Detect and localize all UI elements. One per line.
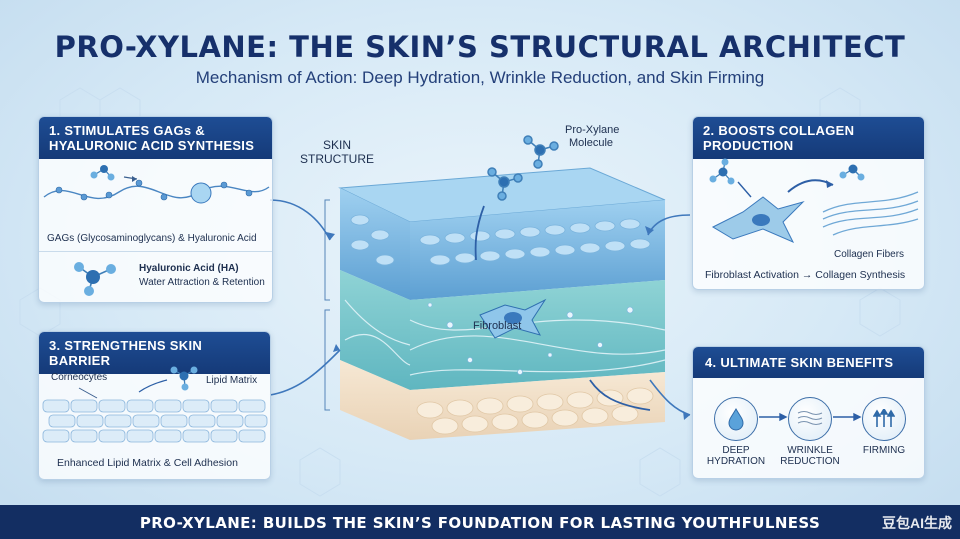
- lipid-matrix-label: Lipid Matrix: [206, 375, 258, 386]
- panel1-title: 1. STIMULATES GAGs & HYALURONIC ACID SYN…: [39, 117, 272, 159]
- panel3-title: 3. STRENGTHENS SKIN BARRIER: [39, 332, 270, 374]
- panel-skin-barrier: 3. STRENGTHENS SKIN BARRIER Corneocytes …: [38, 331, 271, 480]
- benefit-arrows: [759, 412, 862, 422]
- water-drop-icon: [714, 397, 758, 441]
- wrinkle-texture-icon: [788, 397, 832, 441]
- panel2-caption: Fibroblast Activation → Collagen Synthes…: [705, 269, 906, 281]
- panel-skin-benefits: 4. ULTIMATE SKIN BENEFITS DEEP HYDRATION…: [692, 346, 925, 479]
- fibroblast-label: Fibroblast: [473, 320, 522, 332]
- pro-xylane-molecule-label: Pro-Xylane Molecule: [565, 124, 619, 150]
- panel3-caption: Enhanced Lipid Matrix & Cell Adhesion: [57, 457, 238, 469]
- gags-label: GAGs (Glycosaminoglycans) & Hyaluronic A…: [47, 233, 257, 244]
- firming-arrows-icon: [862, 397, 906, 441]
- benefit-wrinkle-reduction: WRINKLE REDUCTION: [775, 397, 845, 467]
- panel-gags-synthesis: 1. STIMULATES GAGs & HYALURONIC ACID SYN…: [38, 116, 273, 303]
- ha-caption: Water Attraction & Retention: [139, 277, 265, 288]
- benefit-firming: FIRMING: [849, 397, 919, 456]
- panel2-title: 2. BOOSTS COLLAGEN PRODUCTION: [693, 117, 924, 159]
- panel1-title-line2: HYALURONIC ACID SYNTHESIS: [49, 138, 255, 153]
- benefit2-line1: WRINKLE: [787, 445, 833, 456]
- panel-collagen-production: 2. BOOSTS COLLAGEN PRODUCTION Collagen F…: [692, 116, 925, 290]
- ai-watermark: 豆包AI生成: [882, 515, 952, 531]
- benefit3-line1: FIRMING: [862, 445, 906, 456]
- page-subtitle: Mechanism of Action: Deep Hydration, Wri…: [195, 68, 765, 87]
- molecule-label-line1: Pro-Xylane: [565, 124, 620, 136]
- corneocytes-label: Corneocytes: [51, 372, 108, 383]
- fibroblast-icon: [479, 298, 547, 339]
- panel1-divider: [39, 251, 272, 252]
- collagen-fibers-label: Collagen Fibers: [834, 249, 905, 260]
- collagen-illustration: [709, 158, 919, 244]
- skin-structure-illustration: [324, 135, 666, 440]
- benefit-deep-hydration: DEEP HYDRATION: [701, 397, 771, 467]
- skin-label-line2: STRUCTURE: [300, 152, 374, 166]
- ha-title: Hyaluronic Acid (HA): [139, 263, 239, 274]
- panel1-title-line1: 1. STIMULATES GAGs &: [49, 123, 205, 138]
- gags-chain-illustration: [43, 165, 270, 204]
- molecule-label-line2: Molecule: [569, 137, 614, 149]
- benefit1-line2: HYDRATION: [706, 456, 766, 467]
- benefit2-line2: REDUCTION: [780, 456, 840, 467]
- footer-banner: PRO-XYLANE: BUILDS THE SKIN’S FOUNDATION…: [0, 505, 960, 539]
- skin-structure-label: SKIN STRUCTURE: [300, 138, 374, 166]
- page-title: PRO-XYLANE: THE SKIN’S STRUCTURAL ARCHIT…: [54, 30, 906, 64]
- skin-barrier-illustration: [42, 366, 268, 443]
- panel2-title-line1: 2. BOOSTS COLLAGEN: [703, 123, 855, 138]
- benefit1-line1: DEEP: [722, 445, 750, 456]
- panel4-title: 4. ULTIMATE SKIN BENEFITS: [693, 347, 924, 378]
- panel2-title-line2: PRODUCTION: [703, 138, 794, 153]
- footer-text: PRO-XYLANE: BUILDS THE SKIN’S FOUNDATION…: [139, 514, 821, 532]
- molecule-icon: [487, 135, 559, 201]
- hyaluronic-acid-molecule-icon: [74, 262, 116, 296]
- skin-label-line1: SKIN: [322, 138, 351, 152]
